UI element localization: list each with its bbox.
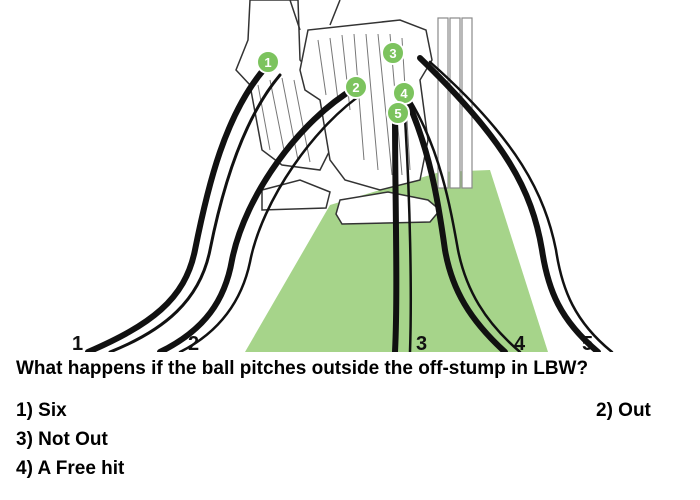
lane-label-4: 4	[514, 333, 526, 352]
trajectory-4b	[408, 98, 522, 352]
quiz-question: What happens if the ball pitches outside…	[16, 358, 589, 379]
trajectory-5b	[428, 60, 614, 352]
trajectory-2b	[178, 90, 367, 352]
svg-text:3: 3	[389, 46, 396, 61]
lane-label-2: 2	[188, 333, 199, 352]
lane-label-5: 5	[582, 333, 593, 352]
svg-text:2: 2	[352, 80, 359, 95]
trajectory-4	[402, 92, 508, 352]
option-not-out[interactable]: 3) Not Out	[16, 429, 108, 450]
option-six[interactable]: 1) Six	[16, 400, 67, 421]
impact-marker-2: 2	[344, 75, 368, 99]
trajectory-5	[417, 55, 601, 352]
trajectory-3b	[403, 116, 413, 352]
option-free-hit[interactable]: 4) A Free hit	[16, 458, 125, 479]
lbw-diagram: 1 2 3 4 5 1 2 3 4 5	[72, 0, 614, 352]
trajectory-1b	[108, 73, 282, 352]
impact-marker-1: 1	[256, 50, 280, 74]
lane-label-3: 3	[416, 333, 427, 352]
impact-marker-5: 5	[386, 101, 410, 125]
trajectory-2	[157, 85, 358, 352]
trajectory-3	[392, 112, 400, 352]
trajectory-1	[85, 65, 268, 352]
lane-label-1: 1	[72, 333, 83, 352]
lane-labels: 1 2 3 4 5	[72, 333, 593, 352]
svg-text:4: 4	[400, 86, 408, 101]
impact-marker-4: 4	[392, 81, 416, 105]
svg-text:1: 1	[264, 55, 271, 70]
impact-markers: 1 2 3 4 5	[256, 41, 416, 125]
impact-marker-3: 3	[381, 41, 405, 65]
svg-text:5: 5	[394, 106, 401, 121]
trajectory-lines	[85, 55, 614, 352]
option-out[interactable]: 2) Out	[596, 400, 651, 421]
